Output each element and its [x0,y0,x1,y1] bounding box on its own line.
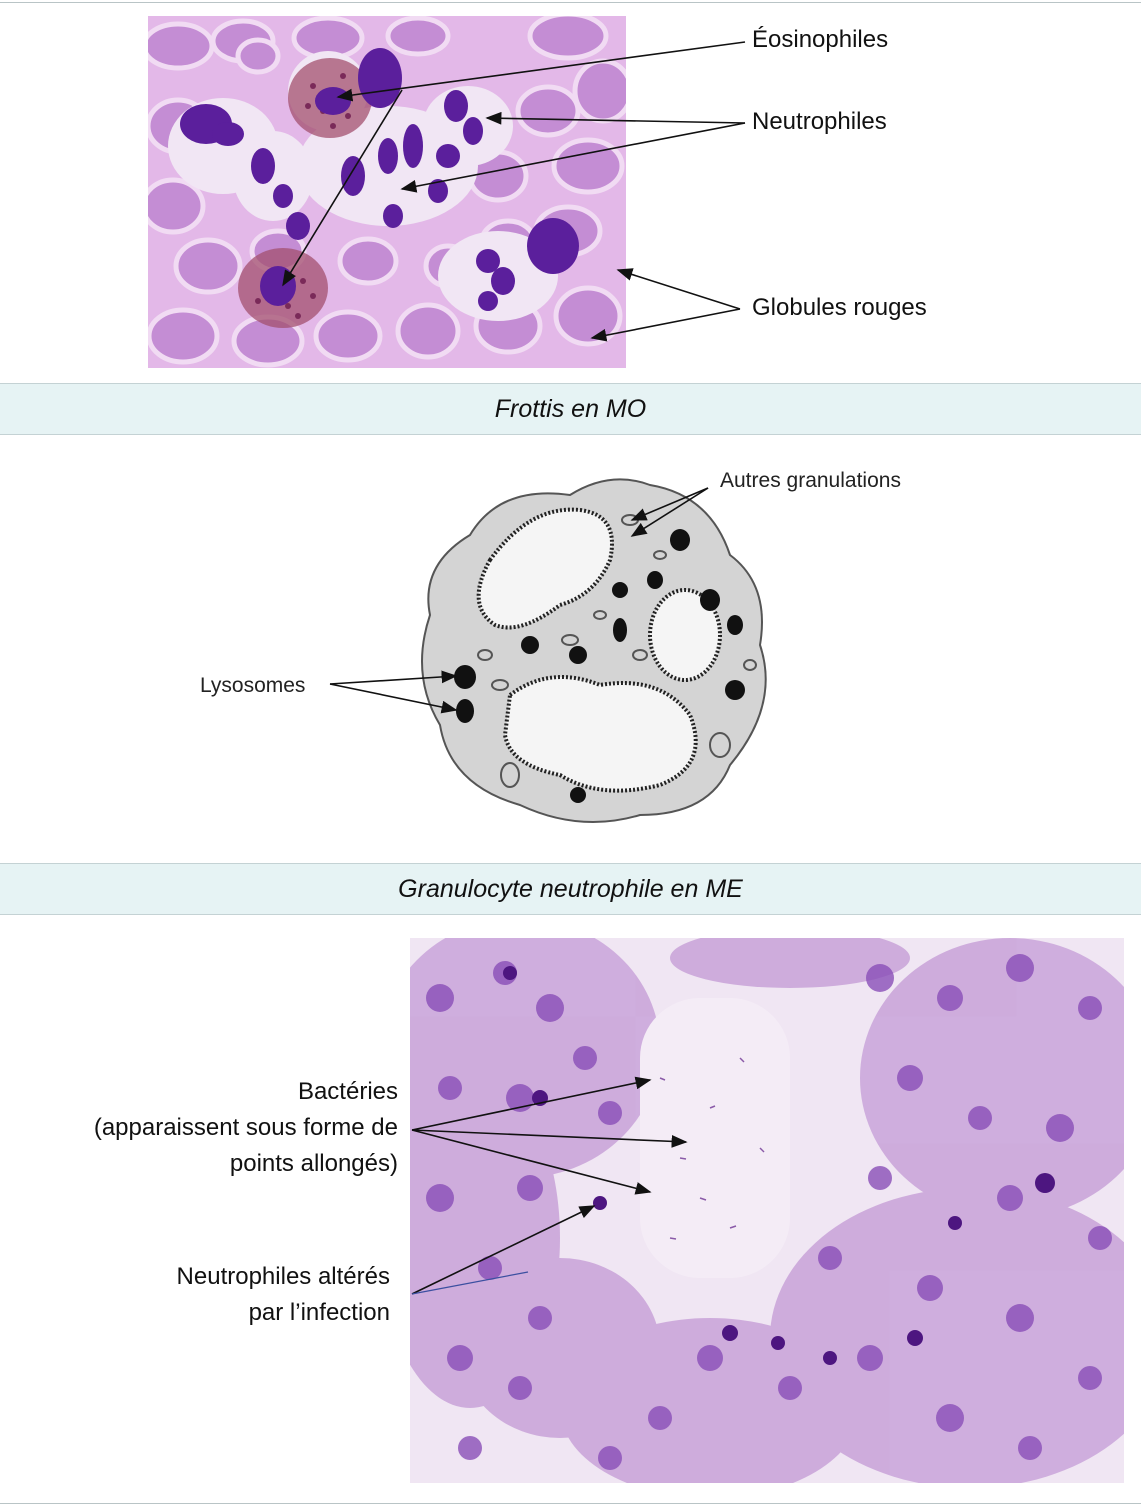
em-cell-drawing [421,478,767,824]
caption-frottis: Frottis en MO [494,394,647,423]
label-neutro-alteres-line1: Neutrophiles altérés [176,1263,390,1290]
infected-smear-micrograph [410,938,1124,1483]
label-neutrophiles: Neutrophiles [752,108,887,135]
label-bacteries-line3: points allongés) [229,1150,398,1177]
label-autres-granulations: Autres granulations [720,469,901,492]
smear-micrograph [148,16,626,368]
top-rule [0,2,1141,3]
label-bacteries-line2: (apparaissent sous forme de [93,1114,398,1141]
caption-granulocyte: Granulocyte neutrophile en ME [398,874,743,903]
label-neutrophiles-alteres: Neutrophiles altérés par l’infection [30,1259,390,1331]
label-bacteries-line1: Bactéries [297,1078,398,1105]
label-lysosomes: Lysosomes [200,674,306,697]
label-eosinophiles: Éosinophiles [752,26,889,53]
caption-band-granulocyte: Granulocyte neutrophile en ME [0,863,1141,915]
label-bacteries: Bactéries (apparaissent sous forme de po… [30,1074,398,1182]
label-neutro-alteres-line2: par l’infection [248,1299,390,1326]
label-globules-rouges: Globules rouges [752,294,927,321]
bottom-rule [0,1503,1141,1504]
caption-band-frottis: Frottis en MO [0,383,1141,435]
arrow-globules-1 [616,268,741,310]
